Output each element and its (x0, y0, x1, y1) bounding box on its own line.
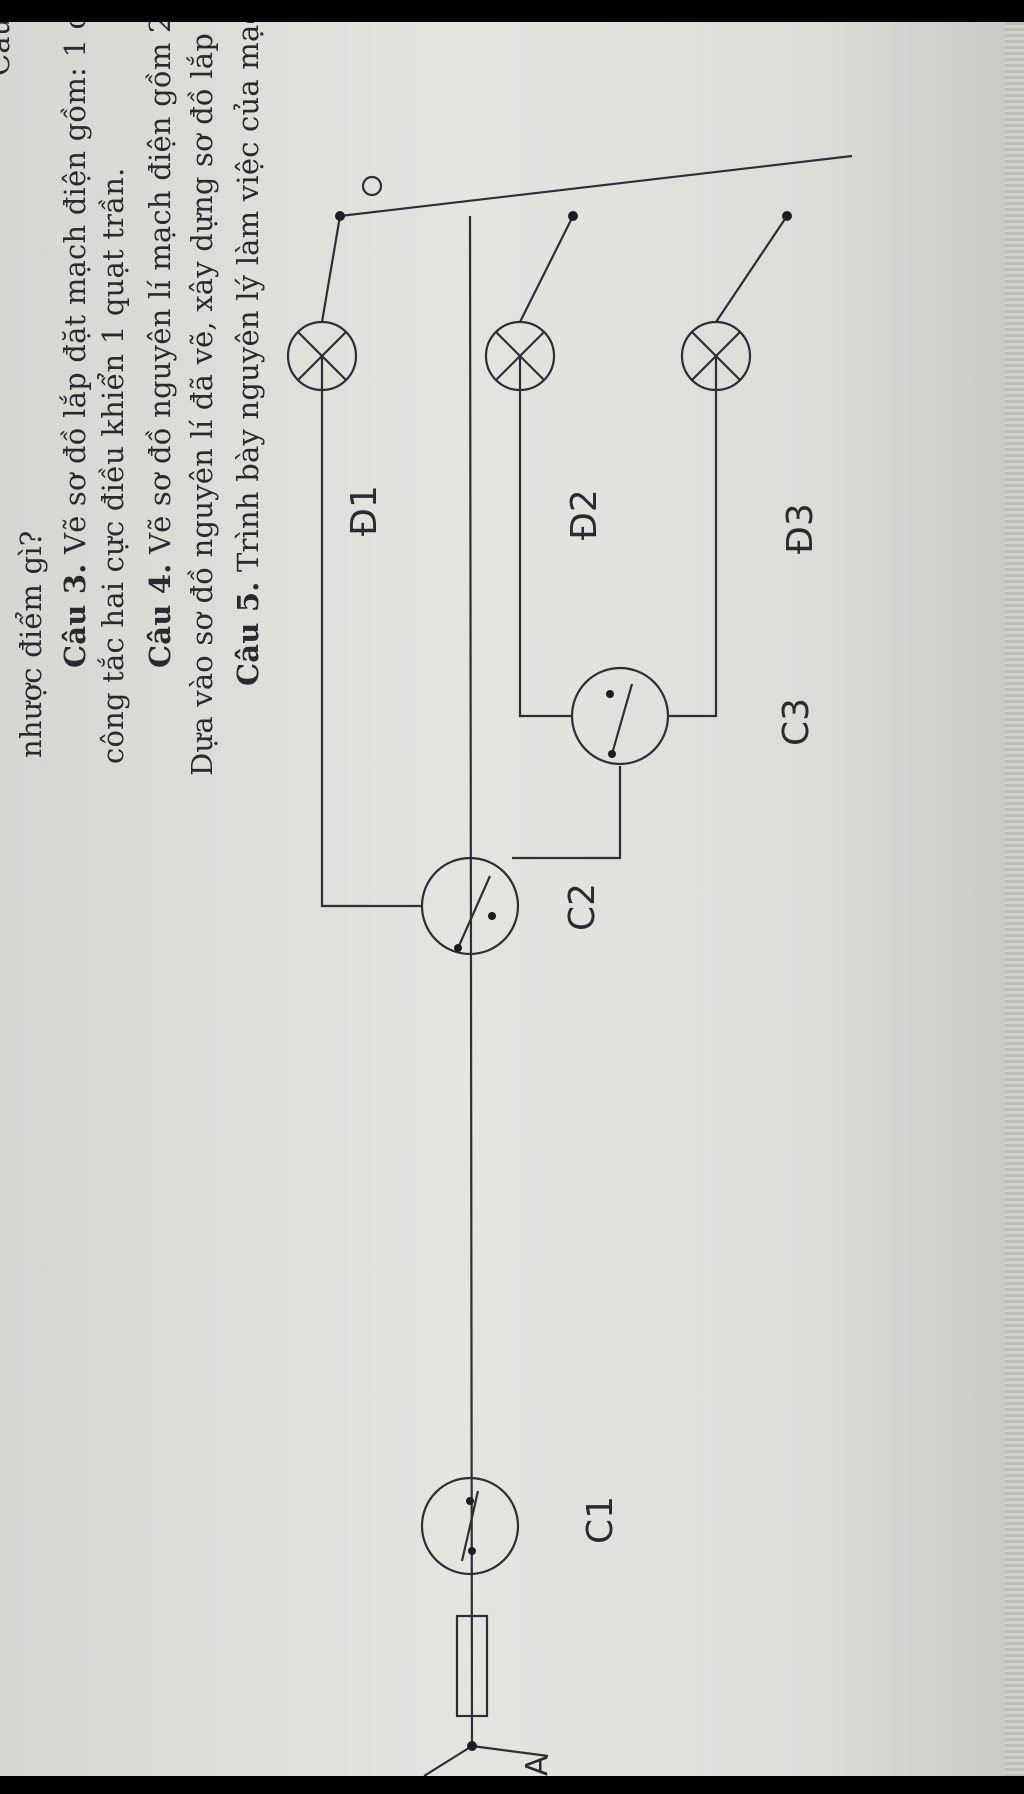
c3-contact-1 (608, 750, 616, 758)
wire-d2-to-neutral (519, 215, 574, 323)
label-d3: Đ3 (780, 503, 821, 554)
label-c1: C1 (580, 1495, 621, 1544)
paper-page: Câu 2. Thế nào là mạng điện nhược điểm g… (0, 22, 1024, 1776)
junction-o-1 (335, 211, 345, 221)
label-c3: C3 (776, 697, 817, 746)
c1-contact-1 (468, 1547, 476, 1555)
switch-c1-blade (460, 1490, 480, 1562)
c2-contact-2 (488, 912, 496, 920)
wire-d1-to-neutral (320, 215, 342, 323)
rotated-page-content: Câu 2. Thế nào là mạng điện nhược điểm g… (0, 22, 1024, 1776)
lamp-d2-cross-b (495, 331, 545, 381)
wire-c3-to-d3 (668, 356, 718, 718)
switch-c2-blade (456, 875, 492, 949)
junction-a (467, 1741, 477, 1751)
lamp-d3-cross-b (691, 331, 741, 381)
wire-d3-to-neutral (715, 215, 788, 323)
c3-contact-2 (606, 690, 614, 698)
junction-o-2 (568, 211, 578, 221)
junction-o-3 (782, 211, 792, 221)
label-a: A (520, 1755, 555, 1776)
wire-c2-to-d1 (320, 356, 422, 908)
c1-contact-2 (466, 1497, 474, 1505)
fuse (455, 1614, 489, 1718)
wire-a-lead (423, 1745, 473, 1776)
switch-c3 (570, 666, 670, 766)
wire-neutral-line (339, 154, 853, 218)
label-d2: Đ2 (564, 489, 605, 540)
paper-edge (1005, 22, 1024, 1776)
label-d1: Đ1 (344, 485, 385, 536)
lamp-d1-cross-b (297, 331, 347, 381)
wire-c2-to-c3 (512, 766, 622, 860)
terminal-o-ring (361, 175, 383, 197)
label-c2: C2 (562, 882, 603, 931)
wire-a-tail (471, 1744, 549, 1758)
switch-c1 (420, 1476, 520, 1576)
wire-main-line (468, 215, 474, 1747)
c2-contact-1 (454, 944, 462, 952)
circuit-diagram (286, 154, 853, 1776)
switch-c3-blade (610, 683, 634, 755)
wire-c3-to-d2 (518, 356, 572, 718)
